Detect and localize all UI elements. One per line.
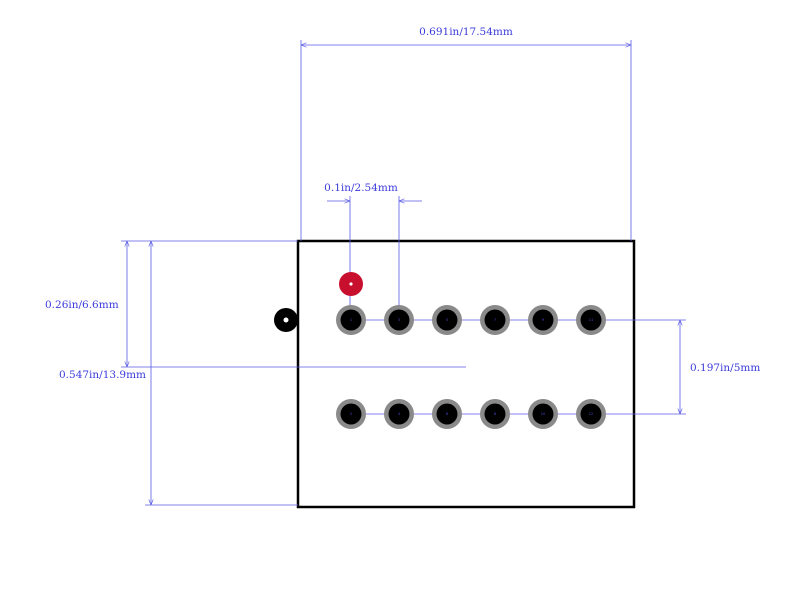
pad-number: 2 xyxy=(350,412,352,416)
pad-number: 11 xyxy=(589,318,593,322)
pitch-dimension: 0.1in/2.54mm xyxy=(324,182,422,320)
bottom-row-pads: 2 4 6 8 10 12 xyxy=(336,399,606,429)
height-dimensions: 0.26in/6.6mm 0.547in/13.9mm xyxy=(45,240,466,506)
row-spacing-label: 0.197in/5mm xyxy=(690,362,760,374)
package-outline xyxy=(296,239,636,509)
pad-number: 7 xyxy=(494,318,496,322)
pad: 10 xyxy=(528,399,558,429)
pad: 3 xyxy=(384,305,414,335)
pad-number: 8 xyxy=(494,412,496,416)
pad-number: 1 xyxy=(350,318,352,322)
pad-number: 12 xyxy=(589,412,593,416)
pad: 12 xyxy=(576,399,606,429)
overall-width-dimension: 0.691in/17.54mm xyxy=(300,26,632,241)
upper-offset-label: 0.26in/6.6mm xyxy=(45,299,119,311)
pad: 2 xyxy=(336,399,366,429)
pin1-marker xyxy=(339,272,363,296)
pad: 7 xyxy=(480,305,510,335)
orientation-dot xyxy=(274,308,298,332)
pad-number: 10 xyxy=(541,412,545,416)
pad: 4 xyxy=(384,399,414,429)
pad: 8 xyxy=(480,399,510,429)
pad-number: 6 xyxy=(446,412,448,416)
pad: 6 xyxy=(432,399,462,429)
pad-number: 3 xyxy=(398,318,400,322)
overall-width-label: 0.691in/17.54mm xyxy=(419,26,513,38)
pad: 1 xyxy=(336,305,366,335)
pad: 5 xyxy=(432,305,462,335)
pitch-label: 0.1in/2.54mm xyxy=(324,182,398,194)
pad-number: 9 xyxy=(542,318,544,322)
pad-number: 5 xyxy=(446,318,448,322)
overall-height-label: 0.547in/13.9mm xyxy=(59,369,146,381)
pad: 11 xyxy=(576,305,606,335)
top-row-pads: 1 3 5 7 9 11 xyxy=(336,305,606,335)
pad: 9 xyxy=(528,305,558,335)
pad-number: 4 xyxy=(398,412,401,416)
